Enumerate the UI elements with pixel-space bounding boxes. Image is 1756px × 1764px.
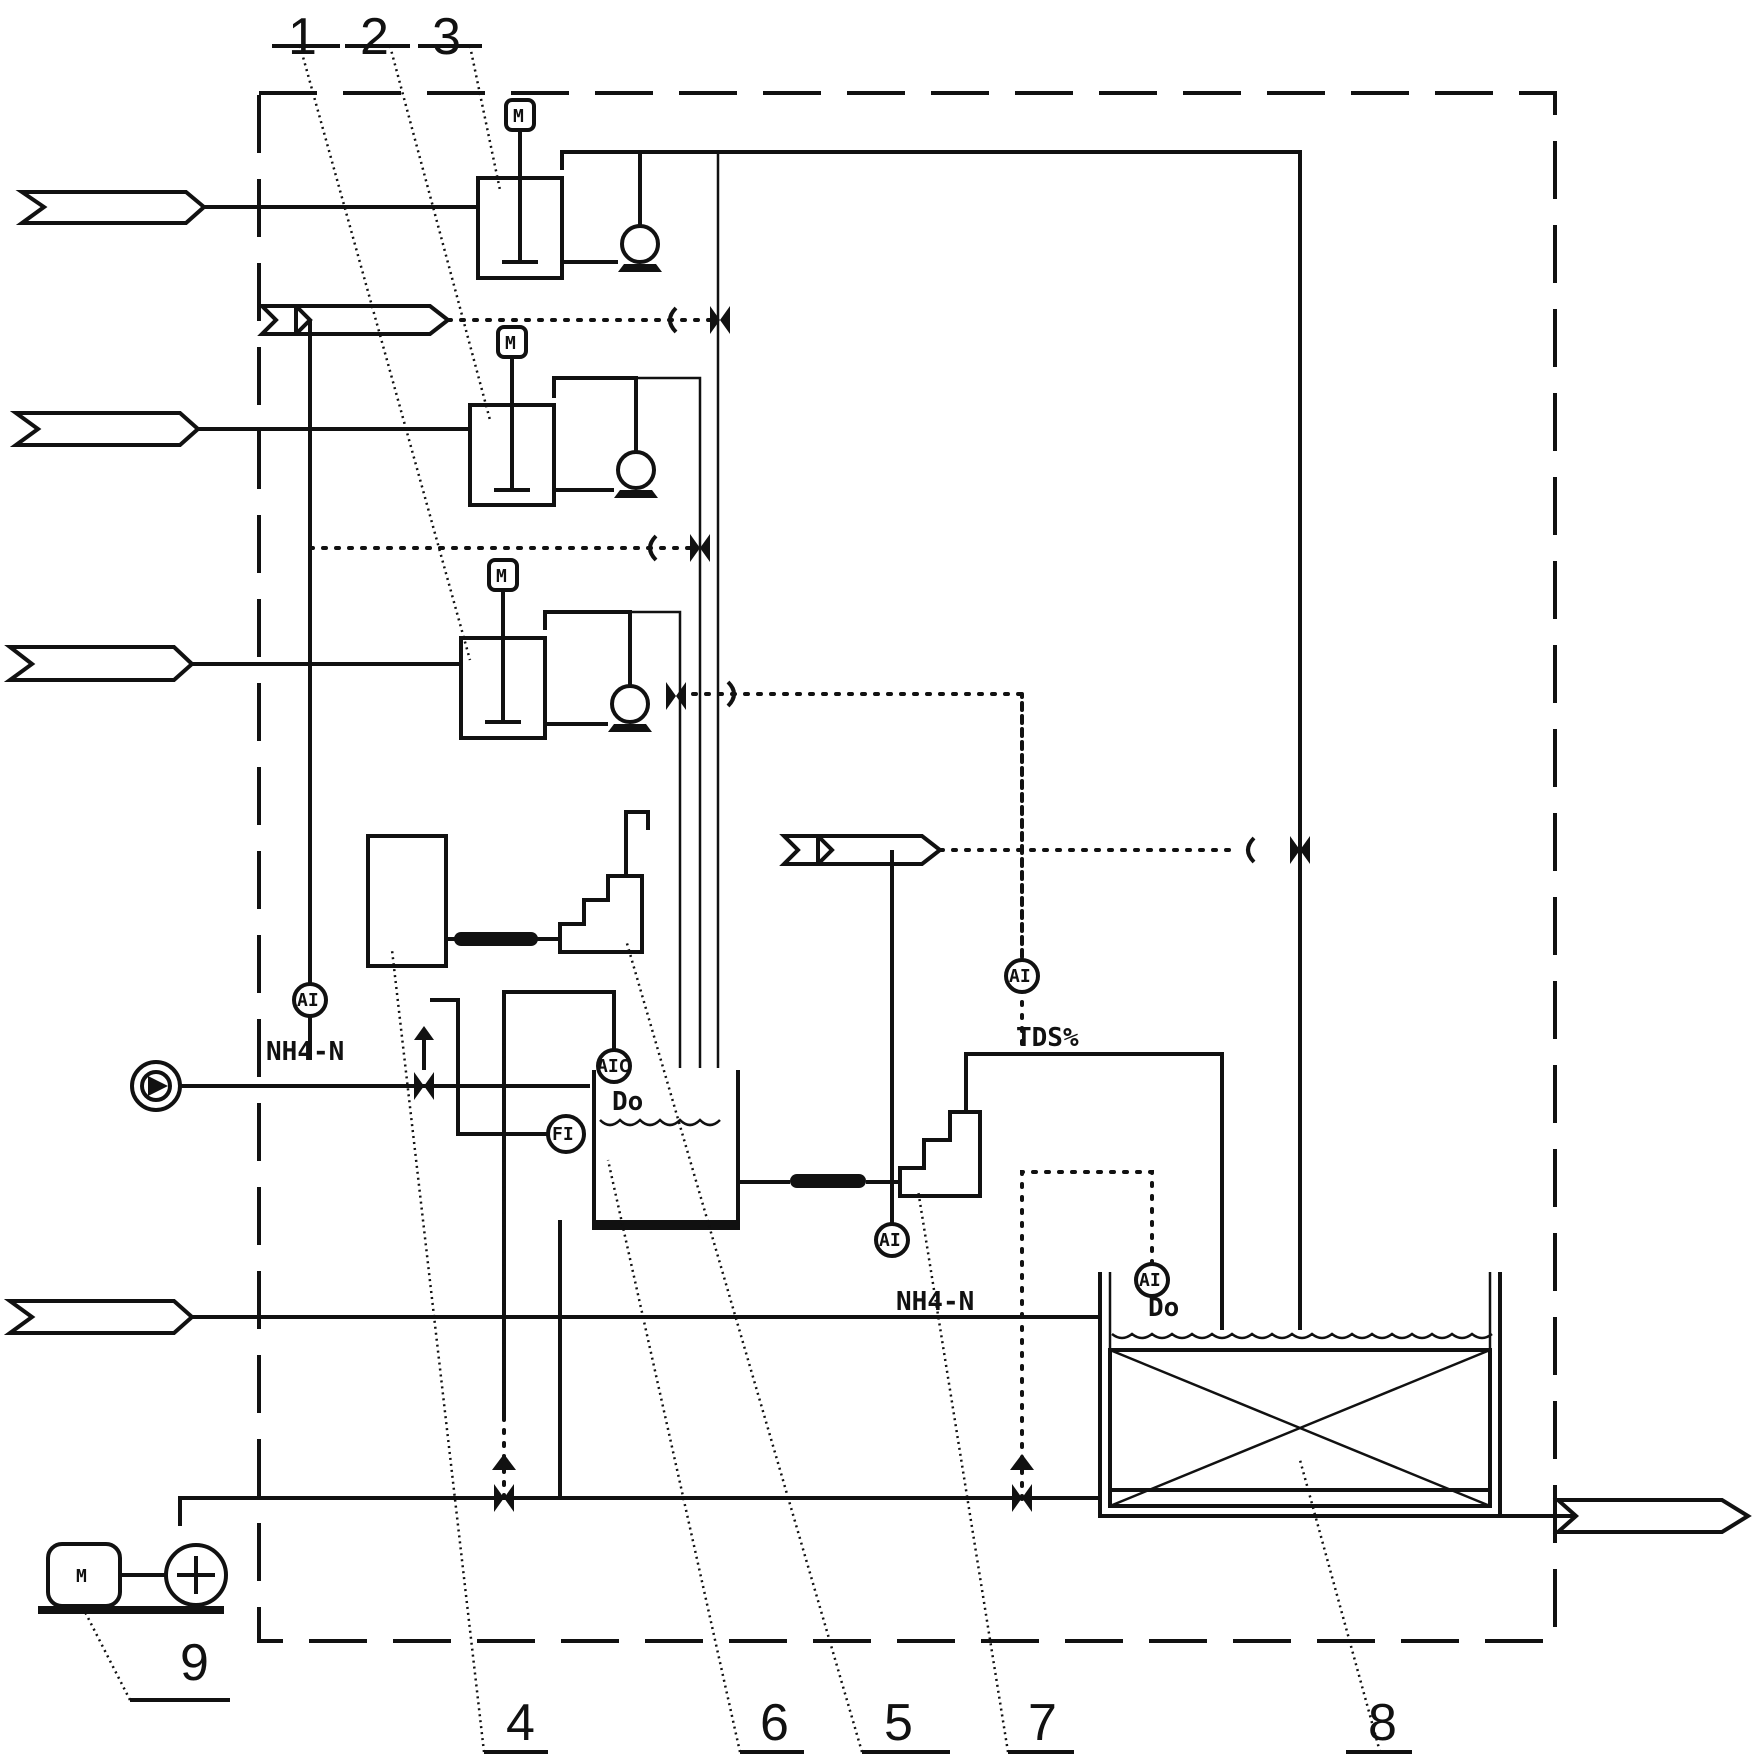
dosing-tank-1: M (459, 558, 547, 740)
svg-text:M: M (76, 1566, 87, 1587)
control-valve-icon (1012, 1484, 1032, 1512)
svg-text:M: M (496, 566, 507, 587)
blower-icon (130, 1060, 182, 1112)
pump1-riser (630, 610, 682, 1068)
check-valve-icon (1246, 836, 1256, 864)
leader-4 (390, 949, 486, 1753)
leader-7 (916, 1189, 1010, 1753)
valve-actuator-icon (492, 1454, 516, 1470)
agitator-motor-icon (487, 558, 519, 592)
part-number-5: 5 (884, 1694, 913, 1752)
dosing-pump-3 (560, 150, 662, 272)
control-valve-icon (710, 306, 730, 334)
inlet-arrow-reagent-3 (15, 190, 478, 225)
svg-text:FI: FI (552, 1124, 574, 1145)
agitator-motor-icon (504, 98, 536, 132)
control-valve-icon (1290, 836, 1310, 864)
outlet-arrow-effluent (1500, 1498, 1752, 1534)
system-boundary (257, 91, 1557, 1643)
svg-text:M: M (513, 106, 524, 127)
svg-text:AI: AI (297, 990, 319, 1011)
svg-text:M: M (505, 333, 516, 354)
dosing-pump-1 (543, 610, 652, 732)
motor-pump-9: M (38, 1542, 228, 1614)
control-valve-icon (690, 534, 710, 562)
analyzer-nh4-upper: AI (292, 982, 328, 1060)
valve-actuator-icon (1010, 1454, 1034, 1470)
agitator-motor-icon (496, 325, 528, 359)
part-number-1: 1 (288, 8, 317, 66)
leader-8 (1298, 1459, 1382, 1753)
aeration-basin-8 (1098, 1272, 1502, 1518)
reaction-tank-6 (592, 1070, 740, 1230)
part-number-7: 7 (1028, 1694, 1057, 1752)
pump3-discharge-header (562, 150, 1302, 1330)
sludge-bin (366, 834, 448, 968)
label-do-tank: Do (612, 1087, 643, 1117)
label-nh4-lower: NH4-N (896, 1287, 974, 1317)
ammonia-supply-header (257, 304, 722, 1000)
part-number-8: 8 (1368, 1694, 1397, 1752)
inlet-arrow-reagent-1 (3, 645, 461, 682)
inlet-arrow-wastewater (3, 1299, 1100, 1335)
analyzer-tds: AI (1004, 692, 1040, 994)
leader-1 (298, 45, 472, 661)
flow-indicator: FI (430, 998, 586, 1154)
part-number-3: 3 (432, 8, 461, 66)
leader-2 (388, 45, 492, 421)
air-control-valve-icon (414, 1026, 434, 1100)
label-nh4-upper: NH4-N (266, 1037, 344, 1067)
weir5-vent (624, 810, 650, 876)
dosing-tank-2: M (468, 325, 556, 507)
controller-aic: AIC (502, 990, 632, 1420)
dosing-pump-2 (552, 376, 658, 498)
air-main-bottom (178, 1496, 1100, 1526)
part-number-4: 4 (506, 1694, 535, 1752)
check-valve-icon (648, 534, 658, 562)
leader-6 (606, 1159, 742, 1753)
tds-line (964, 1052, 1224, 1330)
pump1-to-basin-line (678, 692, 1024, 1052)
part-number-6: 6 (760, 1694, 789, 1752)
inlet-arrow-reagent-2 (9, 411, 470, 447)
svg-text:AI: AI (1009, 966, 1031, 987)
leader-5 (624, 939, 864, 1753)
part-number-9: 9 (180, 1634, 209, 1692)
leader-9 (80, 1605, 132, 1701)
control-valve-icon (494, 1484, 514, 1512)
svg-text:AIC: AIC (597, 1056, 630, 1077)
check-valve-icon (726, 680, 736, 708)
ammonia-supply-header-2 (779, 834, 1240, 1240)
label-tds: TDS% (1016, 1023, 1079, 1053)
stepped-weir-5 (558, 874, 644, 954)
leader-3 (468, 45, 502, 191)
analyzer-nh4-lower: AI (874, 1222, 910, 1258)
stepped-weir-7 (898, 1110, 982, 1198)
check-valve-icon (668, 306, 678, 334)
part-number-2: 2 (360, 8, 389, 66)
screw-conveyor-2 (790, 1174, 900, 1188)
screw-conveyor-1 (446, 932, 560, 946)
label-do-basin: Do (1148, 1293, 1179, 1323)
svg-text:AI: AI (879, 1230, 901, 1251)
svg-text:AI: AI (1139, 1270, 1161, 1291)
dosing-tank-3: M (476, 98, 564, 280)
do-sensor-basin: AI (1020, 1170, 1170, 1502)
control-valve-icon (666, 682, 686, 710)
pump2-riser (636, 376, 702, 1068)
